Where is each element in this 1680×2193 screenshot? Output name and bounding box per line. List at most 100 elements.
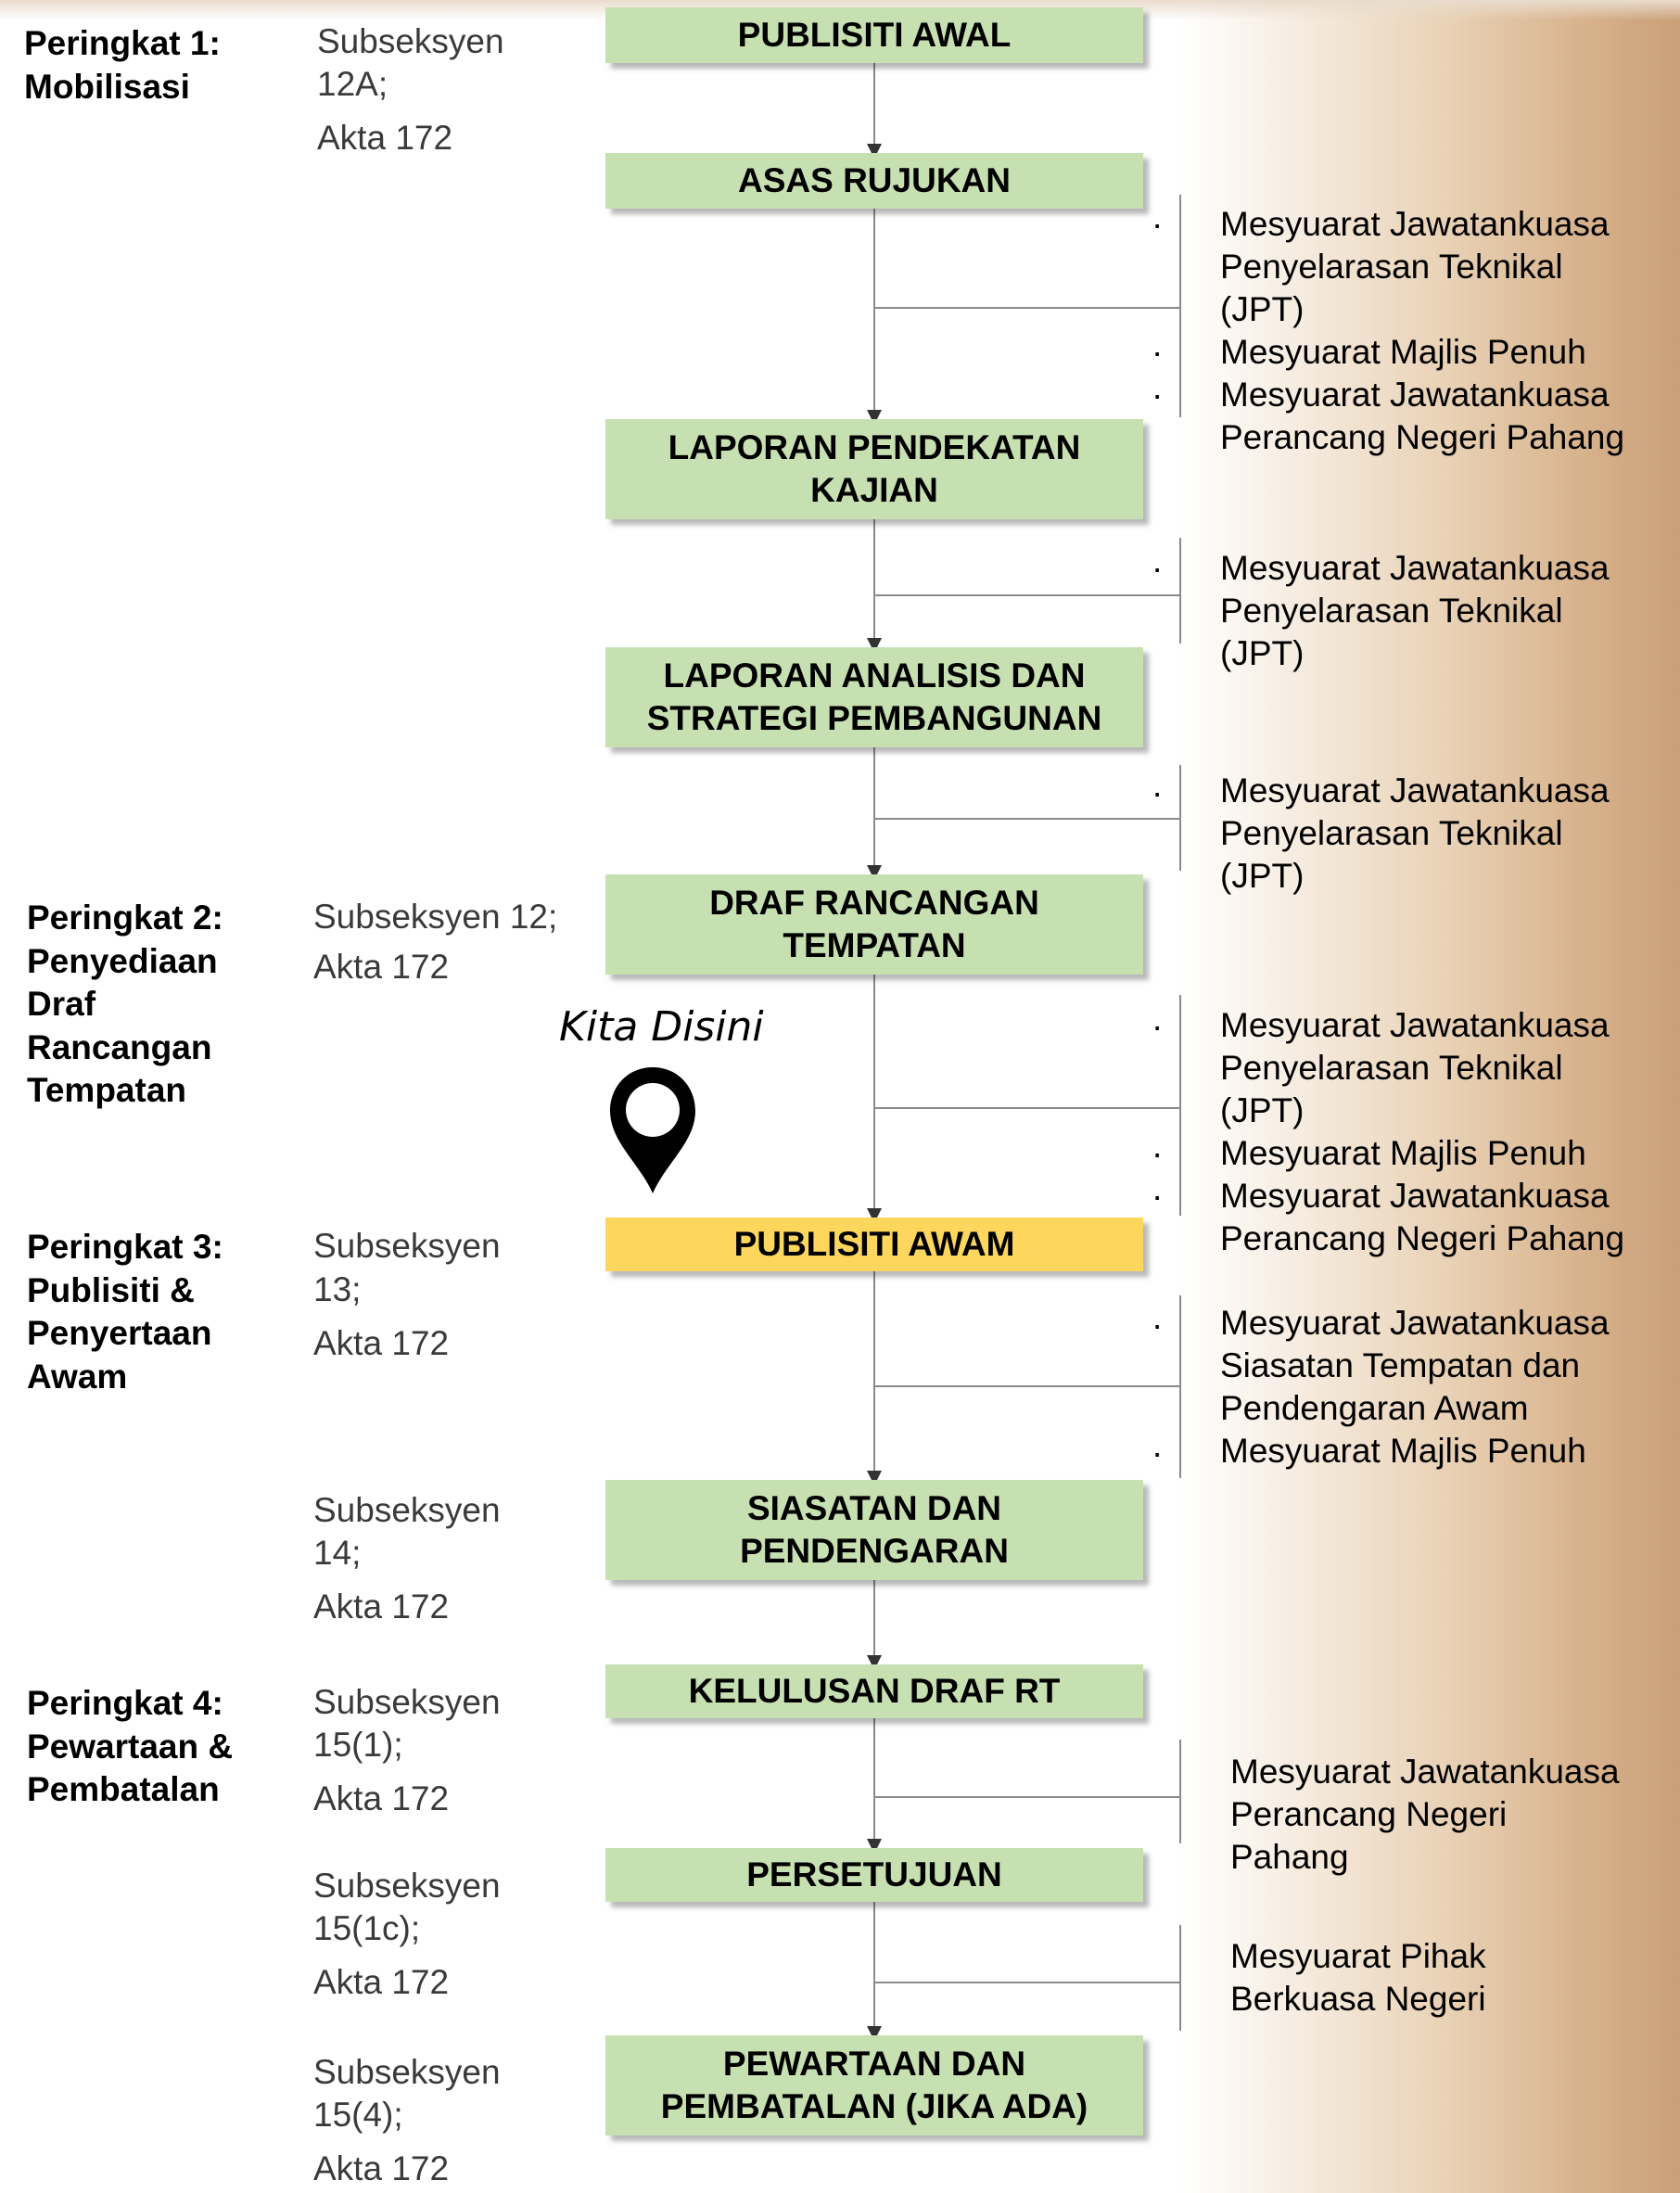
ref-line: 12A; — [317, 65, 388, 103]
note-line: Penyelarasan Teknikal — [1220, 1049, 1563, 1087]
ref-line: Akta 172 — [313, 1779, 450, 1817]
bullet-dot: · — [1152, 1134, 1164, 1172]
step-label-line: PEMBATALAN (JIKA ADA) — [660, 2087, 1088, 2125]
ref-line: Akta 172 — [313, 1963, 450, 2001]
ref-line: 15(4); — [313, 2096, 403, 2134]
note-line: Mesyuarat Jawatankuasa — [1230, 1753, 1620, 1791]
bullet-dot: · — [1152, 1007, 1164, 1045]
stage-line: Draf — [27, 985, 96, 1023]
bullet-dot: · — [1152, 376, 1164, 414]
ref-line: 13; — [313, 1270, 362, 1308]
note-line: (JPT) — [1220, 1091, 1305, 1129]
step-label-line: PEWARTAAN DAN — [722, 2045, 1026, 2083]
note-line: Mesyuarat Pihak — [1230, 1937, 1486, 1975]
stage-line: Pewartaan & — [27, 1727, 234, 1766]
bullet-dot: · — [1152, 549, 1164, 587]
note-line: Mesyuarat Jawatankuasa — [1220, 1006, 1610, 1044]
bullet-dot: · — [1152, 333, 1164, 371]
note-line: Mesyuarat Jawatankuasa — [1220, 1177, 1610, 1215]
step-label-line: KAJIAN — [810, 471, 938, 509]
ref-line: Subseksyen — [313, 1683, 501, 1721]
ref-line: Akta 172 — [313, 1324, 450, 1362]
bullet-dot: · — [1152, 1434, 1164, 1472]
location-pin-icon — [610, 1067, 695, 1193]
stage-line: Tempatan — [27, 1071, 187, 1109]
note-line: Penyelarasan Teknikal — [1220, 592, 1563, 630]
stage-line: Awam — [27, 1357, 128, 1396]
note-line: Perancang Negeri — [1230, 1795, 1508, 1833]
note-line: Mesyuarat Jawatankuasa — [1220, 549, 1610, 587]
stage-1-label: Peringkat 1: Mobilisasi — [24, 22, 221, 108]
step-label-line: SIASATAN DAN — [746, 1489, 1002, 1527]
note-line: Mesyuarat Jawatankuasa — [1220, 205, 1610, 243]
bullet-dot: · — [1152, 773, 1164, 811]
stage-line: Peringkat 2: — [27, 899, 223, 937]
stage-line: Penyediaan — [27, 941, 218, 980]
ref-line: Subseksyen — [313, 2053, 501, 2091]
step-draf-rancangan: DRAF RANCANGAN TEMPATAN — [605, 874, 1143, 975]
step-laporan-pendekatan: LAPORAN PENDEKATAN KAJIAN — [605, 419, 1143, 519]
note-line: Mesyuarat Majlis Penuh — [1220, 333, 1586, 371]
ref-line: Subseksyen — [313, 1227, 501, 1265]
ref-line: 15(1); — [313, 1726, 403, 1764]
bullet-dot: · — [1152, 1306, 1164, 1344]
note-line: (JPT) — [1220, 857, 1305, 895]
note-line: (JPT) — [1220, 634, 1305, 672]
note-line: Mesyuarat Jawatankuasa — [1220, 1304, 1610, 1342]
meeting-notes-5: Mesyuarat Jawatankuasa Siasatan Tempatan… — [1220, 1302, 1610, 1473]
note-line: Perancang Negeri Pahang — [1220, 1219, 1625, 1257]
stage-line: Peringkat 1: — [24, 24, 221, 62]
note-line: Penyelarasan Teknikal — [1220, 814, 1563, 852]
meeting-notes-4: Mesyuarat Jawatankuasa Penyelarasan Tekn… — [1220, 1004, 1624, 1260]
ref-line: Akta 172 — [317, 119, 453, 157]
note-line: Mesyuarat Majlis Penuh — [1220, 1432, 1586, 1470]
meeting-notes-6: Mesyuarat Jawatankuasa Perancang Negeri … — [1230, 1751, 1620, 1879]
step-label-line: TEMPATAN — [783, 926, 966, 964]
stage-line: Pembatalan — [27, 1770, 220, 1808]
ref-line: 14; — [313, 1534, 362, 1572]
ref-line: Akta 172 — [313, 948, 450, 986]
note-line: Mesyuarat Jawatankuasa — [1220, 771, 1610, 810]
step-siasatan: SIASATAN DAN PENDENGARAN — [605, 1480, 1143, 1580]
ref-line: 15(1c); — [313, 1909, 421, 1947]
meeting-notes-2: Mesyuarat Jawatankuasa Penyelarasan Tekn… — [1220, 547, 1610, 675]
ref-line: Akta 172 — [313, 2149, 450, 2187]
stage-2-label: Peringkat 2: Penyediaan Draf Rancangan T… — [27, 897, 223, 1113]
bullet-dot: · — [1152, 1177, 1164, 1215]
note-line: Pendengaran Awam — [1220, 1389, 1529, 1427]
step-label-line: STRATEGI PEMBANGUNAN — [646, 699, 1102, 737]
you-are-here-label: Kita Disini — [559, 1003, 764, 1051]
stage-4-label: Peringkat 4: Pewartaan & Pembatalan — [27, 1682, 233, 1812]
stage-3-label: Peringkat 3: Publisiti & Penyertaan Awam — [27, 1226, 223, 1398]
note-line: Berkuasa Negeri — [1230, 1980, 1486, 2018]
stage-line: Peringkat 3: — [27, 1228, 223, 1266]
step-publisiti-awal: PUBLISITI AWAL — [605, 7, 1143, 63]
stage-line: Publisiti & — [27, 1270, 195, 1309]
step-publisiti-awam: PUBLISITI AWAM — [605, 1218, 1143, 1271]
note-line: Mesyuarat Jawatankuasa — [1220, 376, 1610, 414]
meeting-notes-7: Mesyuarat Pihak Berkuasa Negeri — [1230, 1935, 1486, 2021]
note-line: Pahang — [1230, 1838, 1349, 1876]
step-kelulusan: KELULUSAN DRAF RT — [605, 1664, 1143, 1718]
step-label-line: LAPORAN ANALISIS DAN — [663, 657, 1086, 695]
stage-line: Mobilisasi — [24, 67, 190, 106]
bullet-dot: · — [1152, 205, 1164, 243]
ref-line: Akta 172 — [313, 1587, 450, 1626]
ref-line: Subseksyen 12; — [313, 898, 558, 936]
step-laporan-analisis: LAPORAN ANALISIS DAN STRATEGI PEMBANGUNA… — [605, 647, 1143, 747]
ref-line: Subseksyen — [317, 22, 504, 60]
note-line: (JPT) — [1220, 290, 1305, 328]
meeting-notes-1: Mesyuarat Jawatankuasa Penyelarasan Tekn… — [1220, 203, 1624, 459]
step-pewartaan: PEWARTAAN DAN PEMBATALAN (JIKA ADA) — [605, 2035, 1143, 2136]
step-label-line: DRAF RANCANGAN — [709, 884, 1039, 922]
meeting-notes-3: Mesyuarat Jawatankuasa Penyelarasan Tekn… — [1220, 770, 1610, 898]
stage-line: Peringkat 4: — [27, 1684, 223, 1722]
note-line: Mesyuarat Majlis Penuh — [1220, 1134, 1586, 1172]
stage-line: Rancangan — [27, 1027, 212, 1066]
step-asas-rujukan: ASAS RUJUKAN — [605, 153, 1143, 209]
step-persetujuan: PERSETUJUAN — [605, 1848, 1143, 1902]
stage-line: Penyertaan — [27, 1314, 212, 1352]
step-label-line: LAPORAN PENDEKATAN — [668, 428, 1081, 466]
